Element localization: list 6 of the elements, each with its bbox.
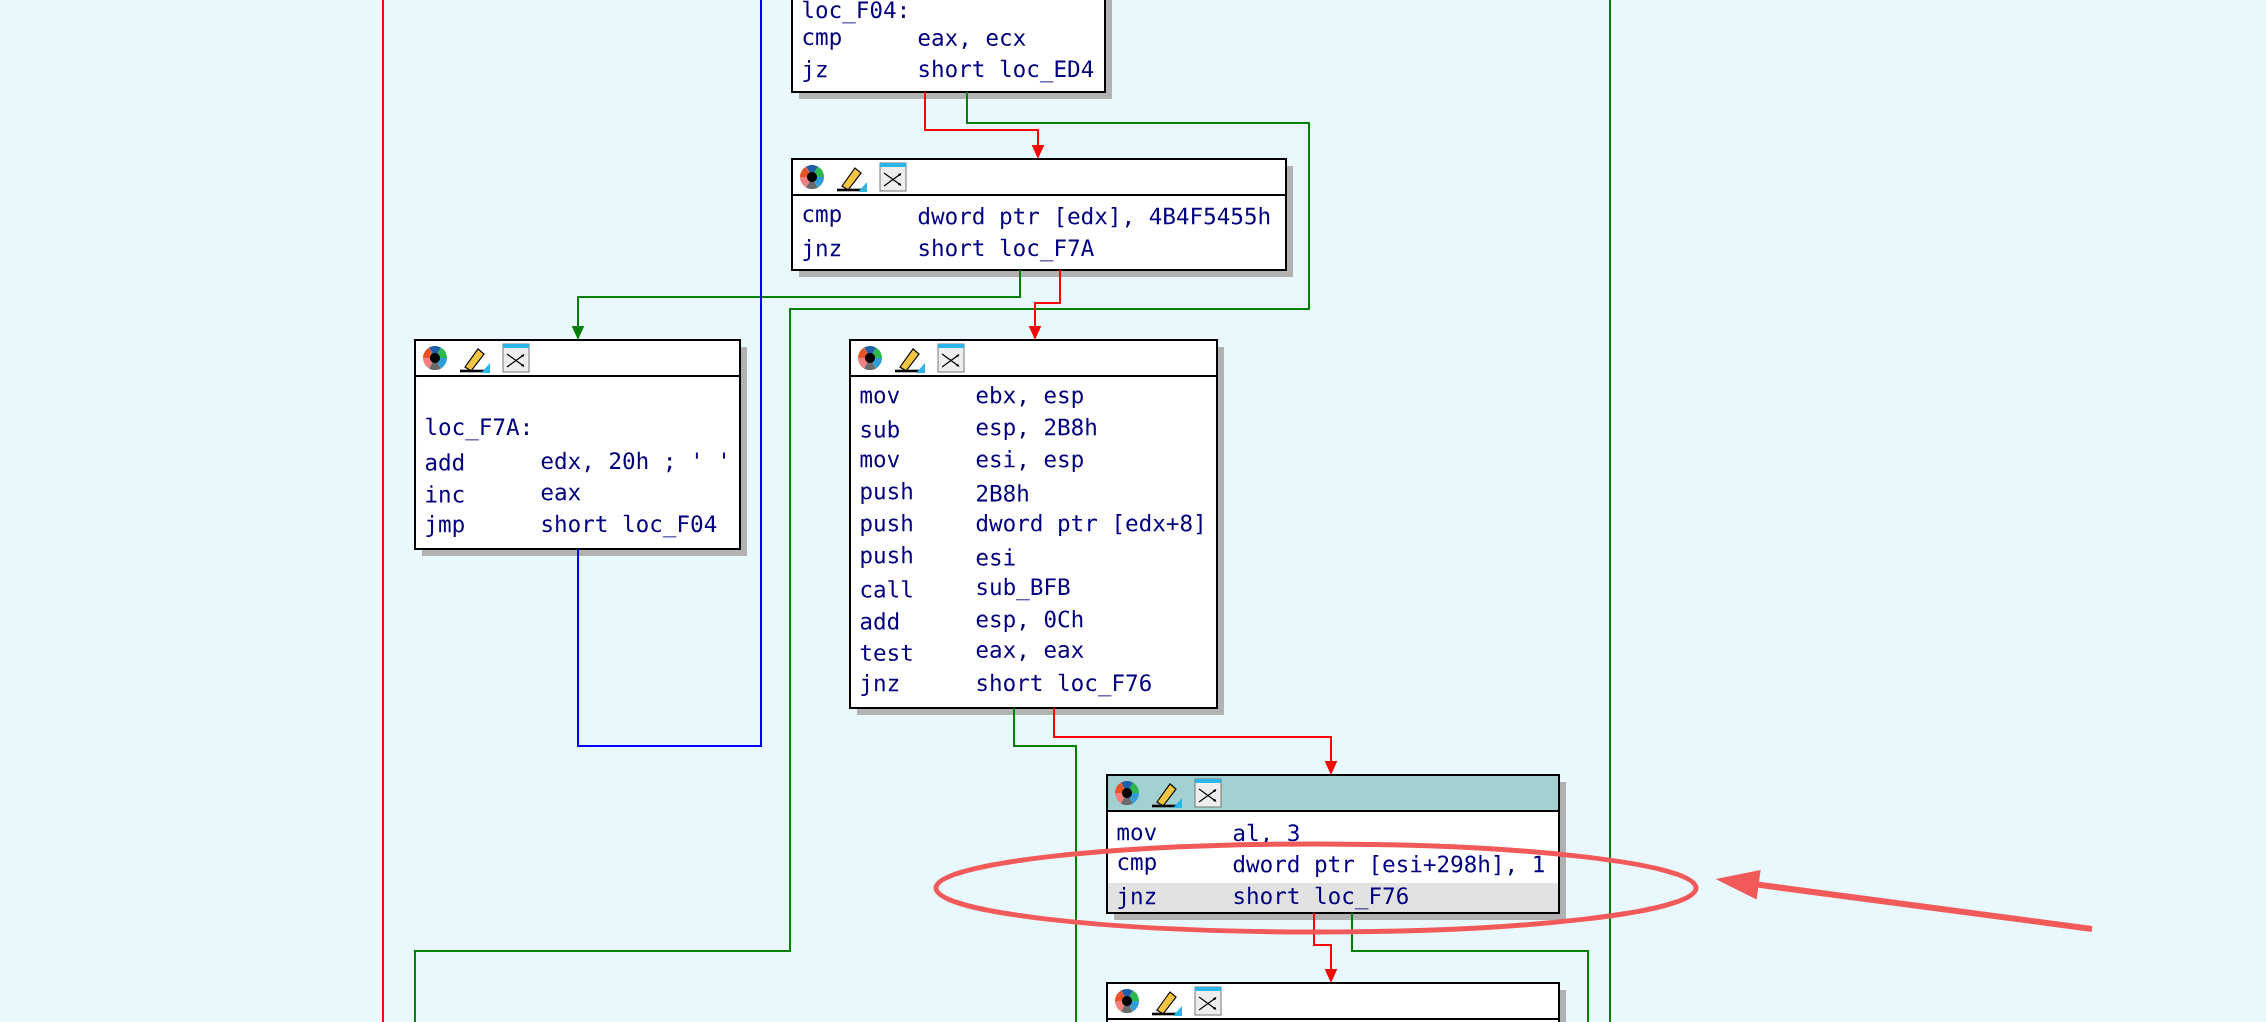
code-block: mov al, 3 cmp dword ptr [esi+298h], 1 jnz short loc_F76 (1106, 774, 1566, 920)
code-block: loc_F04: cmp eax, ecx jz short loc_ED4 (791, 0, 1112, 99)
code-block (1106, 982, 1566, 1022)
code-block: mov ebx, esp sub esp, 2B8h mov esi, esp push 2B8h push dword ptr [edx+8] push esi call sub_BFB add esp, 0Ch test eax, eax jnz short loc_F76 (849, 339, 1224, 715)
code-block: cmp dword ptr [edx], 4B4F5455h jnz short loc_F7A (791, 158, 1293, 277)
code-block: loc_F7A: add edx, 20h ; ' ' inc eax jmp short loc_F04 (414, 339, 747, 556)
